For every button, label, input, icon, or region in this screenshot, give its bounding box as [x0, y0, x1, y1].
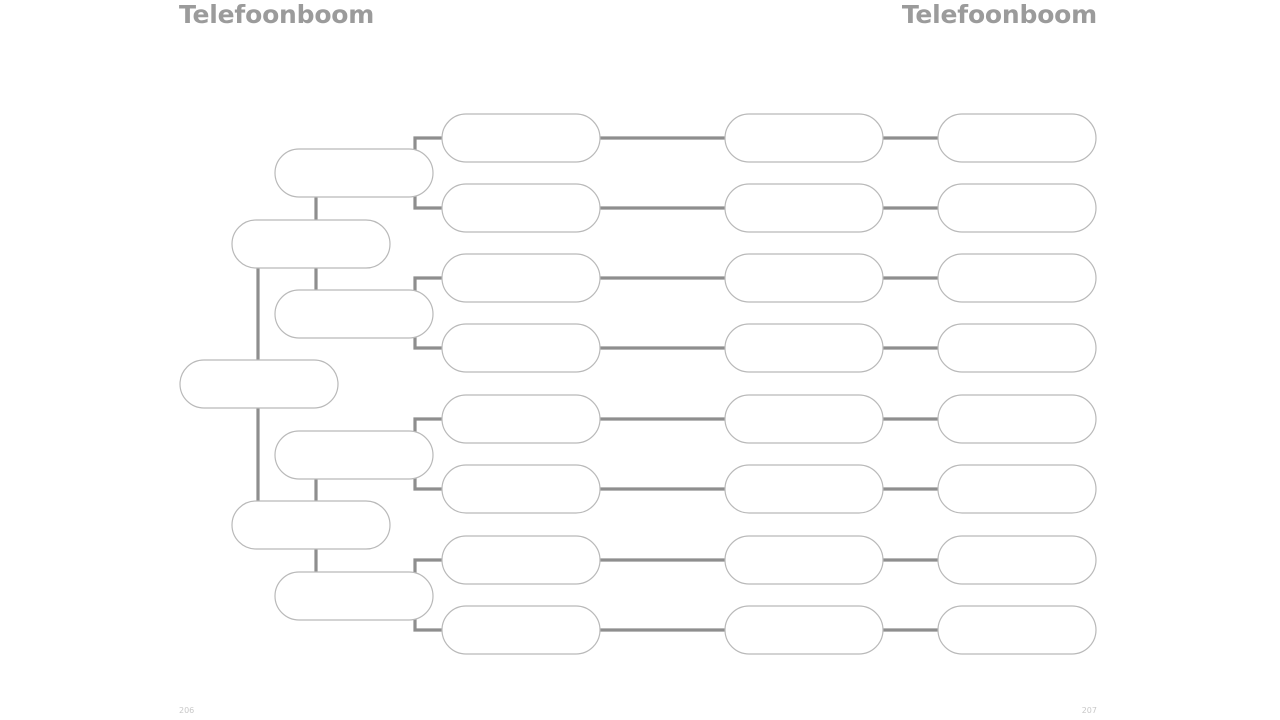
tree-node-level2-2	[274, 289, 434, 339]
tree-node-level3-5	[441, 394, 601, 444]
page-number-right: 207	[1081, 706, 1097, 715]
tree-node-level5-2	[937, 183, 1097, 233]
tree-node-level3-7	[441, 535, 601, 585]
tree-node-level1-2	[231, 500, 391, 550]
tree-nodes	[179, 113, 1097, 655]
tree-node-level3-3	[441, 253, 601, 303]
tree-node-level5-7	[937, 535, 1097, 585]
tree-node-level5-4	[937, 323, 1097, 373]
tree-node-level2-3	[274, 430, 434, 480]
tree-node-level5-3	[937, 253, 1097, 303]
tree-node-level5-6	[937, 464, 1097, 514]
tree-node-level1-1	[231, 219, 391, 269]
tree-node-level4-4	[724, 323, 884, 373]
tree-node-level4-6	[724, 464, 884, 514]
tree-node-level4-5	[724, 394, 884, 444]
page-title-left: Telefoonboom	[179, 0, 375, 29]
tree-node-level5-1	[937, 113, 1097, 163]
tree-node-root	[179, 359, 339, 409]
tree-node-level2-1	[274, 148, 434, 198]
tree-node-level5-8	[937, 605, 1097, 655]
tree-node-level2-4	[274, 571, 434, 621]
tree-node-level4-1	[724, 113, 884, 163]
tree-node-level4-2	[724, 183, 884, 233]
tree-node-level3-4	[441, 323, 601, 373]
tree-node-level4-7	[724, 535, 884, 585]
page-number-left: 206	[179, 706, 195, 715]
tree-node-level4-3	[724, 253, 884, 303]
tree-node-level4-8	[724, 605, 884, 655]
tree-node-level3-1	[441, 113, 601, 163]
tree-node-level3-6	[441, 464, 601, 514]
tree-node-level3-8	[441, 605, 601, 655]
tree-node-level5-5	[937, 394, 1097, 444]
page-title-right: Telefoonboom	[901, 0, 1097, 29]
tree-node-level3-2	[441, 183, 601, 233]
